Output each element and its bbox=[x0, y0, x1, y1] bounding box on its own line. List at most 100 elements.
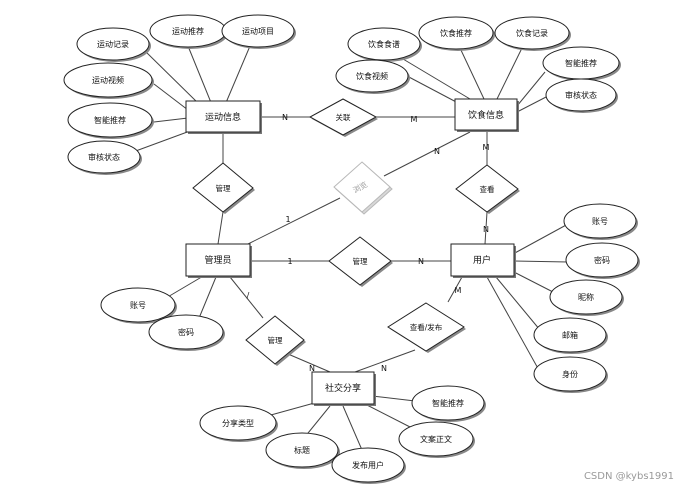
attribute-social-content[interactable]: 文案正文 bbox=[398, 421, 475, 458]
entity-admin[interactable]: 管理员 bbox=[185, 243, 252, 278]
attribute-label: 账号 bbox=[592, 217, 608, 226]
cardinality-label: M bbox=[455, 286, 462, 295]
edge bbox=[459, 47, 485, 100]
edge bbox=[303, 405, 331, 439]
attribute-user-account[interactable]: 账号 bbox=[563, 203, 638, 240]
cardinality-label: M bbox=[483, 143, 490, 152]
edge bbox=[383, 131, 471, 177]
attribute-sport-video[interactable]: 运动视频 bbox=[63, 62, 154, 99]
edge bbox=[486, 276, 541, 373]
edge bbox=[354, 349, 416, 373]
attribute-label: 分享类型 bbox=[222, 418, 254, 428]
edge bbox=[484, 211, 488, 245]
relationship-manage-social[interactable]: 管理 bbox=[245, 315, 306, 366]
attribute-label: 运动项目 bbox=[242, 26, 274, 36]
attribute-diet-smart-recommend[interactable]: 智能推荐 bbox=[542, 46, 621, 81]
entity-user[interactable]: 用户 bbox=[450, 243, 516, 278]
attribute-user-identity[interactable]: 身份 bbox=[533, 356, 608, 393]
attribute-user-password[interactable]: 密码 bbox=[565, 242, 640, 279]
attribute-label: 智能推荐 bbox=[94, 115, 126, 125]
attribute-label: 审核状态 bbox=[88, 152, 120, 162]
relationship-manage-user[interactable]: 管理 bbox=[328, 236, 393, 287]
relationship-user-diet[interactable]: 查看 bbox=[455, 164, 520, 214]
edge bbox=[287, 353, 331, 373]
attribute-label: 审核状态 bbox=[565, 90, 597, 100]
edge bbox=[516, 95, 549, 113]
attribute-admin-account[interactable]: 账号 bbox=[100, 287, 177, 324]
attribute-social-title[interactable]: 标题 bbox=[265, 432, 340, 469]
attribute-label: 账号 bbox=[130, 301, 146, 310]
edge bbox=[447, 276, 463, 303]
edge bbox=[187, 45, 213, 106]
entity-label: 运动信息 bbox=[205, 111, 241, 123]
edge bbox=[513, 260, 569, 263]
edge bbox=[397, 55, 471, 100]
attribute-social-smart-recommend[interactable]: 智能推荐 bbox=[411, 385, 486, 422]
attribute-diet-review-status[interactable]: 审核状态 bbox=[545, 78, 618, 113]
relationship-label: 管理 bbox=[216, 183, 231, 193]
entity-label: 饮食信息 bbox=[468, 109, 504, 121]
edge bbox=[371, 395, 416, 402]
edge bbox=[516, 71, 546, 107]
edge bbox=[143, 49, 201, 106]
attribute-sport-review-status[interactable]: 审核状态 bbox=[67, 140, 142, 175]
relationship-label: 关联 bbox=[336, 112, 351, 122]
cardinality-label: N bbox=[282, 113, 288, 122]
attribute-social-type[interactable]: 分享类型 bbox=[199, 405, 278, 442]
entity-diet-info[interactable]: 饮食信息 bbox=[454, 98, 519, 132]
attribute-label: 运动推荐 bbox=[172, 26, 204, 36]
attribute-diet-recipe[interactable]: 饮食食谱 bbox=[347, 27, 422, 62]
attribute-diet-recommend[interactable]: 饮食推荐 bbox=[418, 16, 495, 51]
attribute-label: 文案正文 bbox=[420, 434, 452, 444]
cardinalities: N M N 1 1 N M N / N M N bbox=[247, 113, 490, 373]
cardinality-label: 1 bbox=[287, 257, 292, 266]
edge bbox=[496, 47, 523, 100]
entity-social-share[interactable]: 社交分享 bbox=[311, 371, 376, 406]
edge bbox=[153, 83, 189, 111]
cardinality-label: N bbox=[381, 364, 387, 373]
attribute-label: 饮食视频 bbox=[356, 71, 388, 81]
attribute-label: 邮箱 bbox=[562, 330, 578, 340]
cardinality-label: N bbox=[434, 147, 440, 156]
attribute-label: 饮食记录 bbox=[516, 28, 548, 38]
attribute-sport-record[interactable]: 运动记录 bbox=[76, 27, 151, 62]
edge bbox=[364, 403, 413, 429]
attribute-label: 密码 bbox=[594, 255, 610, 265]
relationship-label: 查看/发布 bbox=[410, 322, 443, 332]
attribute-label: 饮食推荐 bbox=[440, 28, 472, 38]
entity-sport-info[interactable]: 运动信息 bbox=[185, 100, 262, 134]
attribute-admin-password[interactable]: 密码 bbox=[148, 314, 225, 351]
relationship-manage-sport[interactable]: 管理 bbox=[192, 162, 255, 214]
attribute-label: 标题 bbox=[294, 445, 310, 455]
cardinality-label: N bbox=[483, 225, 489, 234]
relationship-associate[interactable]: 关联 bbox=[308, 98, 378, 137]
attribute-diet-video[interactable]: 饮食视频 bbox=[335, 59, 410, 94]
edge bbox=[509, 269, 554, 293]
cardinality-label: M bbox=[411, 115, 418, 124]
watermark: CSDN @kybs1991 bbox=[584, 471, 674, 482]
cardinality-label: 1 bbox=[285, 215, 290, 224]
attribute-sport-recommend[interactable]: 运动推荐 bbox=[149, 14, 228, 49]
relationship-diet-browse[interactable]: 浏览 bbox=[333, 161, 393, 215]
relationship-user-social[interactable]: 查看/发布 bbox=[387, 302, 466, 353]
attribute-sport-smart-recommend[interactable]: 智能推荐 bbox=[67, 102, 154, 139]
attribute-label: 饮食食谱 bbox=[368, 39, 400, 49]
relationship-label: 查看 bbox=[480, 184, 495, 194]
edge bbox=[229, 276, 264, 319]
edge bbox=[247, 197, 341, 245]
edge bbox=[132, 130, 191, 153]
attribute-social-publisher[interactable]: 发布用户 bbox=[331, 447, 406, 484]
entity-label: 管理员 bbox=[204, 254, 231, 266]
attribute-sport-project[interactable]: 运动项目 bbox=[221, 14, 296, 49]
edge bbox=[217, 211, 224, 245]
attribute-label: 发布用户 bbox=[352, 460, 384, 470]
attribute-user-nickname[interactable]: 昵称 bbox=[549, 279, 624, 316]
entity-label: 社交分享 bbox=[325, 382, 361, 394]
attribute-label: 智能推荐 bbox=[565, 58, 597, 68]
cardinality-label: / bbox=[247, 291, 250, 300]
attribute-diet-record[interactable]: 饮食记录 bbox=[494, 16, 571, 51]
attribute-user-email[interactable]: 邮箱 bbox=[533, 317, 608, 354]
attribute-label: 智能推荐 bbox=[432, 398, 464, 408]
edge bbox=[224, 45, 251, 106]
